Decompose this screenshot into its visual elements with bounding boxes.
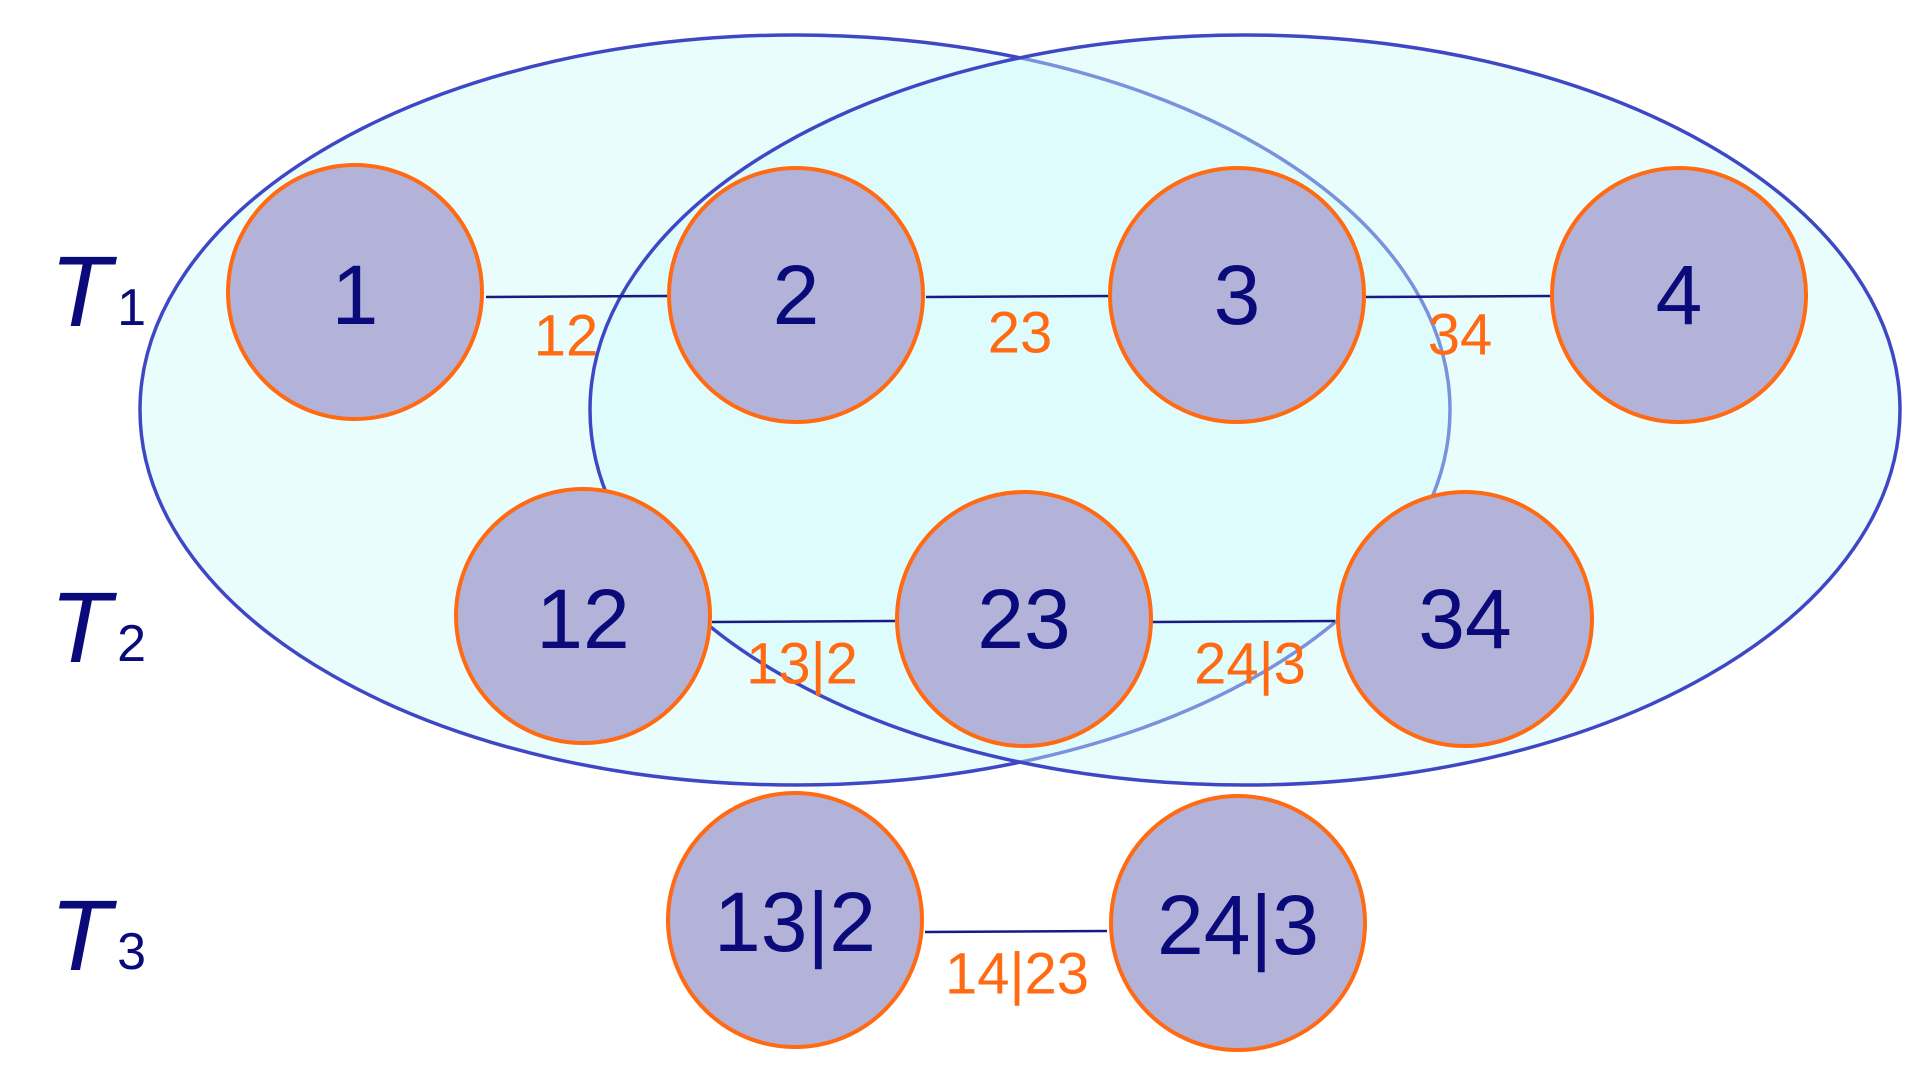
node-label: 1	[332, 248, 379, 342]
tree-2-node: 23	[895, 490, 1153, 748]
edge-label: 14|23	[945, 942, 1089, 1007]
tree-3-node: 13|2	[666, 791, 924, 1049]
tree-letter: T	[50, 572, 117, 684]
node-circle	[667, 166, 925, 424]
node-circle	[454, 487, 712, 745]
node-circle	[666, 791, 924, 1049]
tree-1-node: 3	[1108, 166, 1366, 424]
edge-label: 13|2	[746, 632, 858, 697]
node-label: 24|3	[1157, 878, 1319, 972]
edge-line-132-243	[924, 929, 1108, 934]
tree-2-node: 12	[454, 487, 712, 745]
node-label: 34	[1418, 572, 1511, 666]
node-circle	[1108, 166, 1366, 424]
node-label: 4	[1656, 248, 1703, 342]
node-circle	[895, 490, 1153, 748]
tree-subscript: 3	[117, 923, 146, 981]
edge-label: 23	[988, 301, 1053, 366]
edge-lines	[485, 294, 1553, 934]
edge-label: 24|3	[1194, 632, 1306, 697]
node-circle	[1336, 490, 1594, 748]
tree-subscript: 2	[117, 615, 146, 673]
edge-labels: 12 23 34 13|2 24|3 14|23	[534, 301, 1493, 1007]
node-label: 2	[773, 248, 820, 342]
tree-1-node: 2	[667, 166, 925, 424]
nodes: 1 2 3 4 12 23 34 13|2	[226, 163, 1808, 1052]
edge-label: 34	[1428, 303, 1493, 368]
edge-line-23-34	[1151, 619, 1336, 624]
tree-1-node: 1	[226, 163, 484, 421]
node-circle	[1109, 794, 1367, 1052]
node-label: 12	[536, 572, 629, 666]
node-label: 13|2	[714, 875, 876, 969]
tree-2-node: 34	[1336, 490, 1594, 748]
edge-line-2-3	[925, 294, 1111, 299]
edge-line-12-23	[711, 619, 896, 624]
tree-1-node: 4	[1550, 166, 1808, 424]
edge-label: 12	[534, 304, 599, 369]
edge-line-1-2	[485, 294, 670, 299]
tree-letter: T	[50, 236, 117, 348]
tree-3-node: 24|3	[1109, 794, 1367, 1052]
node-circle	[1550, 166, 1808, 424]
tree-letter: T	[50, 880, 117, 992]
node-label: 23	[977, 572, 1070, 666]
node-label: 3	[1214, 248, 1261, 342]
node-circle	[226, 163, 484, 421]
edge-line-3-4	[1365, 294, 1553, 299]
tree-subscript: 1	[117, 279, 146, 337]
